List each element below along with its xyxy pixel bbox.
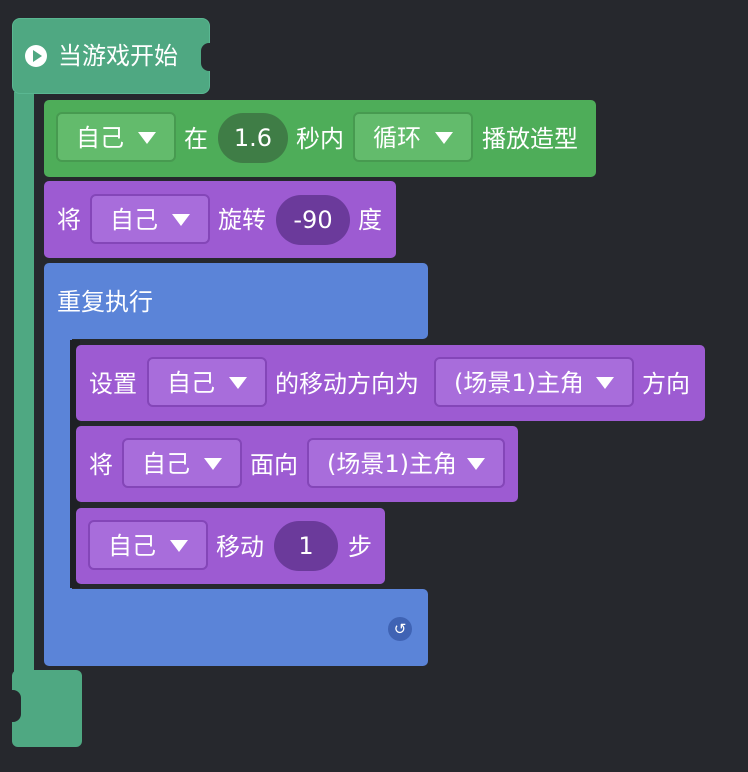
target-dropdown[interactable]: 自己 [90, 194, 210, 244]
event-stack-foot [11, 670, 82, 747]
target-dropdown-label: 自己 [167, 369, 215, 397]
hat-notch [201, 43, 211, 71]
target-dropdown[interactable]: 自己 [122, 438, 242, 488]
repeat-arm [44, 330, 72, 600]
event-stack-spine [14, 92, 34, 682]
hat-label: 当游戏开始 [58, 42, 178, 70]
mode-dropdown-label: 循环 [373, 124, 421, 152]
face-towards-block[interactable]: 将 自己 面向 (场景1)主角 [76, 426, 518, 502]
chevron-down-icon [138, 132, 156, 144]
direction-suffix-text: 方向 [642, 370, 690, 398]
set-direction-block[interactable]: 设置 自己 的移动方向为 (场景1)主角 方向 [76, 345, 705, 421]
repeat-label: 重复执行 [57, 288, 153, 316]
set-text: 设置 [89, 370, 137, 398]
face-dropdown[interactable]: (场景1)主角 [307, 438, 505, 488]
seconds-text: 秒内 [296, 125, 344, 153]
direction-text: 的移动方向为 [275, 370, 419, 398]
face-text: 面向 [250, 451, 298, 479]
degrees-input[interactable]: -90 [276, 195, 350, 245]
mode-dropdown[interactable]: 循环 [353, 112, 473, 162]
chevron-down-icon [204, 458, 222, 470]
degree-text: 度 [358, 206, 382, 234]
move-steps-block[interactable]: 自己 移动 1 步 [76, 508, 385, 584]
chevron-down-icon [229, 377, 247, 389]
rotate-block[interactable]: 将 自己 旋转 -90 度 [44, 181, 396, 258]
rotate-text: 旋转 [218, 206, 266, 234]
in-text: 在 [184, 125, 208, 153]
play-costume-text: 播放造型 [482, 125, 578, 153]
chevron-down-icon [467, 458, 485, 470]
repeat-footer [44, 589, 428, 666]
target-dropdown[interactable]: 自己 [88, 520, 208, 570]
repeat-inner-edge [70, 340, 80, 588]
when-game-starts-block[interactable]: 当游戏开始 [12, 18, 211, 94]
repeat-forever-block[interactable]: 重复执行 [44, 263, 428, 339]
play-costume-block[interactable]: 自己 在 1.6 秒内 循环 播放造型 [44, 100, 596, 177]
target-dropdown-label: 自己 [108, 532, 156, 560]
face-dropdown-label: (场景1)主角 [327, 450, 457, 478]
target-dropdown[interactable]: 自己 [56, 112, 176, 162]
chevron-down-icon [596, 377, 614, 389]
will-text: 将 [89, 451, 113, 479]
steps-text: 步 [348, 533, 372, 561]
direction-dropdown[interactable]: (场景1)主角 [434, 357, 634, 407]
target-dropdown-label: 自己 [110, 206, 158, 234]
target-dropdown-label: 自己 [142, 450, 190, 478]
steps-input[interactable]: 1 [274, 521, 338, 571]
chevron-down-icon [435, 132, 453, 144]
move-text: 移动 [216, 533, 264, 561]
seconds-input[interactable]: 1.6 [218, 113, 288, 163]
target-dropdown[interactable]: 自己 [147, 357, 267, 407]
foot-notch [11, 690, 21, 722]
refresh-icon: ↺ [388, 617, 412, 641]
target-dropdown-label: 自己 [76, 124, 124, 152]
will-text: 将 [57, 206, 81, 234]
play-icon [25, 45, 47, 67]
chevron-down-icon [172, 214, 190, 226]
direction-dropdown-label: (场景1)主角 [454, 369, 584, 397]
chevron-down-icon [170, 540, 188, 552]
